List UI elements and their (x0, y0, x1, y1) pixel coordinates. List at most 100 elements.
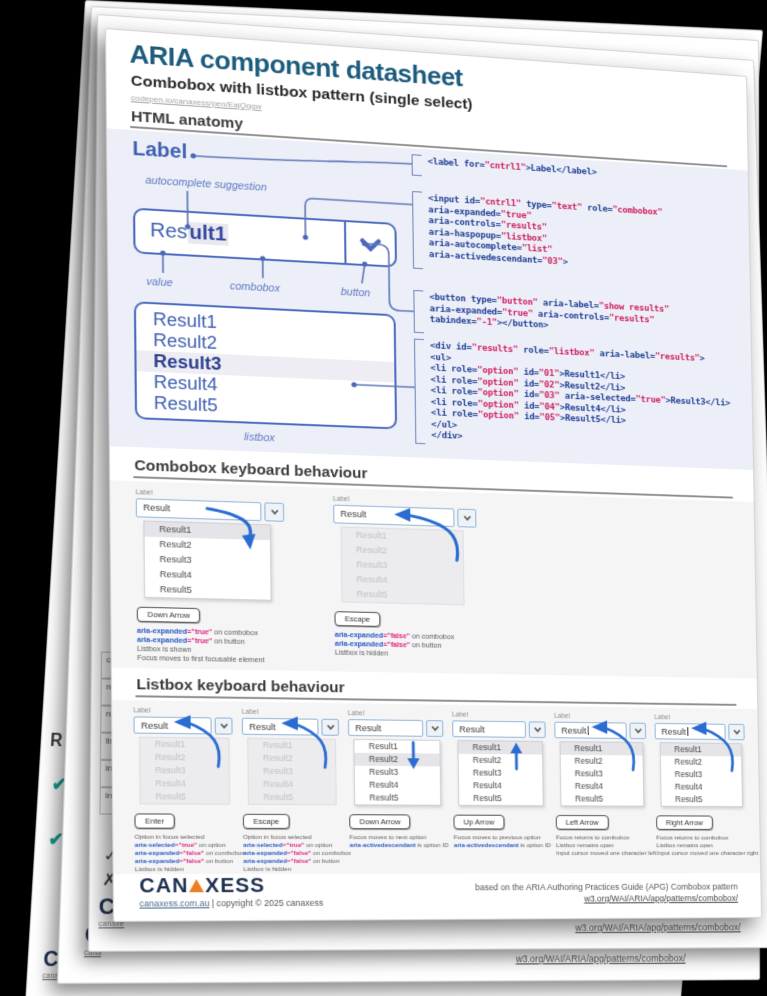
bracket (412, 191, 424, 270)
key-badge: Down Arrow (349, 814, 411, 830)
value-callout: value (146, 275, 173, 290)
mini-combobox-button (728, 723, 745, 741)
mini-listbox-option: Result3 (155, 765, 186, 776)
mini-listbox-option: Result4 (472, 780, 502, 791)
mini-combobox-input: Result (452, 720, 526, 738)
chevron-down-icon (430, 725, 440, 732)
mini-combobox-button (629, 722, 647, 740)
mini-listbox-option: Result3 (263, 765, 294, 777)
mini-listbox-option: Result1 (154, 738, 186, 750)
combobox-callout: combobox (229, 280, 280, 295)
mini-combobox-input: Result (347, 719, 424, 737)
mini-listbox-option: Result5 (473, 793, 502, 804)
back-page-w3c-url: w3.org/WAI/ARIA/apg/patterns/combobox/ (575, 921, 741, 934)
mini-listbox-option: Result1 (458, 741, 543, 755)
combobox-value: Result1 (150, 220, 229, 247)
text-cursor (686, 727, 688, 736)
bracket (413, 338, 426, 445)
mini-listbox-option: Result5 (155, 791, 186, 802)
mini-label: Label (347, 710, 365, 718)
mini-listbox-option: Result3 (472, 767, 502, 778)
mini-listbox-option: Result4 (155, 778, 186, 789)
canaxess-link[interactable]: canaxess.com.au (139, 898, 210, 909)
mini-listbox-option: Result5 (369, 792, 399, 803)
chevron-down-icon (732, 729, 742, 736)
mini-listbox-option: Result2 (354, 752, 440, 767)
mini-combobox-button (426, 720, 444, 737)
key-badge: Right Arrow (656, 815, 713, 830)
mini-listbox-option: Result3 (574, 768, 603, 779)
mini-listbox-option: Result1 (368, 741, 399, 752)
mini-combobox-button (264, 502, 285, 522)
text-cursor (587, 725, 589, 735)
key-badge: Left Arrow (555, 814, 609, 830)
mini-combobox-button (457, 508, 477, 528)
chevron-down-icon (532, 726, 542, 733)
mini-label: Label (241, 708, 259, 716)
mini-combobox-button (528, 721, 546, 739)
datasheet-page: ARIA component datasheet Combobox with l… (105, 28, 763, 922)
chevron-down-icon (269, 508, 279, 515)
divider (343, 221, 347, 264)
mini-listbox-option: Result5 (356, 588, 388, 600)
mini-listbox-option: Result4 (574, 781, 604, 791)
back-page-w3c-url: w3.org/WAI/ARIA/apg/patterns/combobox/ (515, 952, 686, 965)
mini-listbox-option: Result3 (674, 769, 703, 780)
mini-combobox-input: Result (554, 721, 627, 739)
mini-listbox-option: Result2 (574, 755, 603, 766)
key-badge: Enter (134, 813, 175, 829)
mini-label: Label (654, 714, 670, 722)
w3c-link[interactable]: w3.org/WAI/ARIA/apg/patterns/combobox/ (584, 893, 739, 904)
mini-listbox-option: Result2 (674, 756, 703, 767)
footer-right: based on the ARIA Authoring Practices Gu… (322, 881, 738, 906)
mini-listbox-option: Result5 (575, 793, 604, 804)
chevron-down-icon (358, 237, 382, 259)
code-block-label: <label for="cntrl1">Label</label> (411, 154, 746, 196)
key-badge: Escape (242, 813, 290, 829)
key-badge: Down Arrow (136, 606, 201, 624)
mini-label: Label (133, 707, 151, 715)
chevron-down-icon (462, 515, 472, 522)
mini-listbox-option: Result2 (155, 751, 186, 763)
mini-combobox-button (321, 718, 340, 736)
footer-left: canaxess.com.au | copyright © 2025 canax… (139, 898, 323, 909)
mini-listbox-option: Result4 (674, 781, 703, 792)
key-badge: Escape (334, 611, 381, 627)
anatomy-panel: Label autocomplete suggestion Result1 va… (106, 128, 755, 471)
mini-listbox-option: Result5 (263, 791, 294, 803)
mini-listbox-option: Result2 (262, 752, 293, 764)
mini-listbox-option: Result3 (368, 766, 399, 777)
button-callout: button (340, 286, 371, 300)
chevron-down-icon (633, 727, 643, 734)
chevron-down-icon (325, 724, 335, 731)
mini-combobox-input: Result (133, 716, 212, 735)
mini-listbox-option: Result4 (369, 779, 399, 790)
mini-combobox-input: Result (333, 504, 455, 528)
mini-combobox-input: Result (654, 722, 726, 741)
mini-label: Label (452, 711, 469, 719)
